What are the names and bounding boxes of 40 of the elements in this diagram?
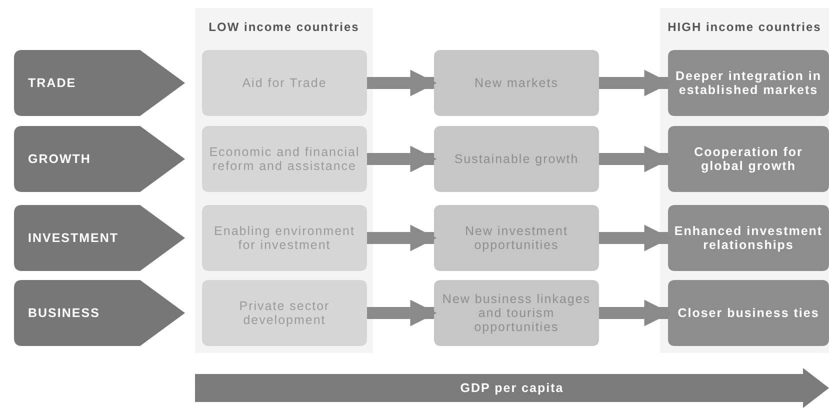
box-text: Economic and financial reform and assistance [208,145,361,173]
stage-box [202,126,367,192]
stage-box [434,280,599,346]
category-tag [14,126,185,192]
tag-label: BUSINESS [28,306,100,320]
tag-label: GROWTH [28,152,91,166]
stage-box [668,126,829,192]
tag-label: INVESTMENT [28,231,119,245]
box-text: Sustainable growth [454,152,579,166]
stage-box [434,205,599,271]
arrow [367,146,437,172]
stage-box [434,50,599,116]
arrow [367,70,437,96]
box-text: Enabling environment for investment [213,224,356,252]
tag-label: TRADE [28,76,76,90]
arrow [367,300,437,326]
category-tag [14,50,185,116]
stage-box [202,50,367,116]
category-tag [14,280,185,346]
stage-box [202,280,367,346]
stage-box [434,126,599,192]
box-text: New markets [474,76,558,90]
box-text: Deeper integration in established markets [674,69,823,97]
column-heading: LOW income countries [208,20,360,34]
arrow-band [195,368,829,408]
box-text: Enhanced investment relationships [673,224,824,252]
box-text: Cooperation for global growth [693,145,804,173]
arrow [367,224,437,252]
box-text: New business linkages and tourism opportunities [441,292,592,334]
box-text: Closer business ties [678,306,820,320]
box-text: Private sector development [238,299,331,327]
stage-box [668,280,829,346]
box-text: Aid for Trade [242,76,327,90]
column-heading: HIGH income countries [666,20,822,34]
stage-box [668,205,829,271]
box-text: New investment opportunities [464,224,569,252]
band-label: GDP per capita [460,381,564,395]
category-tag [14,205,185,271]
stage-box [202,205,367,271]
stage-box [668,50,829,116]
